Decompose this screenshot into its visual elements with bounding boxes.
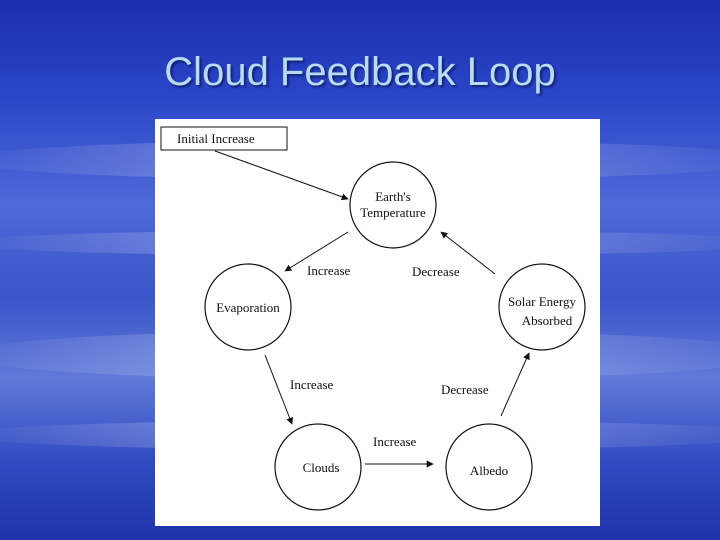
node-albedo-label: Albedo: [470, 463, 508, 478]
node-solar-energy: [498, 263, 586, 351]
node-albedo: [445, 423, 533, 511]
diagram-panel: Initial Increase Earth's Temperature Eva…: [155, 119, 600, 526]
initial-increase-label: Initial Increase: [177, 131, 255, 146]
edge-label-solar-temp: Decrease: [412, 264, 460, 279]
node-temperature-line2: Temperature: [360, 205, 426, 220]
feedback-diagram: Initial Increase Earth's Temperature Eva…: [160, 126, 586, 511]
node-evaporation: [204, 263, 292, 351]
slide-title: Cloud Feedback Loop: [164, 50, 556, 94]
edge-label-clouds-albedo: Increase: [373, 434, 417, 449]
arrow-solar-to-temperature: [440, 231, 496, 275]
arrow-initial-to-temperature: [214, 150, 349, 201]
node-clouds-label: Clouds: [303, 460, 340, 475]
node-solar-energy-line1: Solar Energy: [508, 294, 576, 309]
arrow-evaporation-to-clouds: [264, 354, 293, 425]
edge-label-evap-clouds: Increase: [290, 377, 334, 392]
node-temperature-line1: Earth's: [375, 189, 411, 204]
arrow-temperature-to-evaporation: [284, 231, 349, 272]
edge-label-temp-evap: Increase: [307, 263, 351, 278]
node-evaporation-label: Evaporation: [216, 300, 280, 315]
arrow-albedo-to-solar: [500, 352, 530, 417]
edge-label-albedo-solar: Decrease: [441, 382, 489, 397]
node-solar-energy-line2: Absorbed: [522, 313, 573, 328]
node-temperature: [349, 161, 437, 249]
initial-increase-box: [160, 126, 288, 151]
node-clouds: [274, 423, 362, 511]
